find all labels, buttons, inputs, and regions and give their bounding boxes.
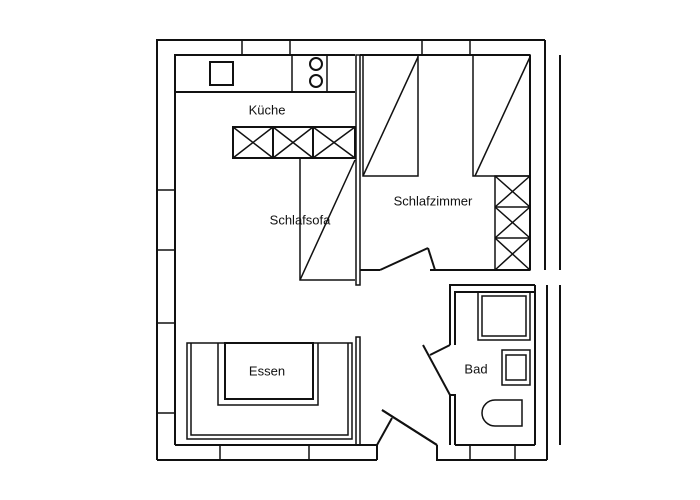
bath-fixtures [477, 291, 531, 427]
stove-burner-icon [309, 74, 323, 88]
doors [376, 247, 451, 446]
bathtub-icon [477, 291, 531, 341]
toilet-icon [481, 399, 523, 427]
windows [156, 39, 516, 461]
kitchen-counter [175, 55, 355, 93]
room-label-bedroom: Schlafzimmer [393, 193, 473, 209]
sofa-bed [299, 158, 356, 281]
dining-set [186, 342, 353, 440]
sink-icon [209, 61, 234, 86]
room-label-bath: Bad [464, 361, 488, 377]
beds [362, 54, 531, 177]
room-label-sofa: Schlafsofa [269, 212, 331, 228]
washbasin-icon [501, 349, 531, 386]
kitchen-island [232, 126, 356, 159]
stove-burner-icon [309, 57, 323, 71]
room-label-kitchen: Küche [248, 102, 286, 118]
wardrobe [494, 175, 531, 271]
room-label-dining: Essen [248, 363, 286, 379]
